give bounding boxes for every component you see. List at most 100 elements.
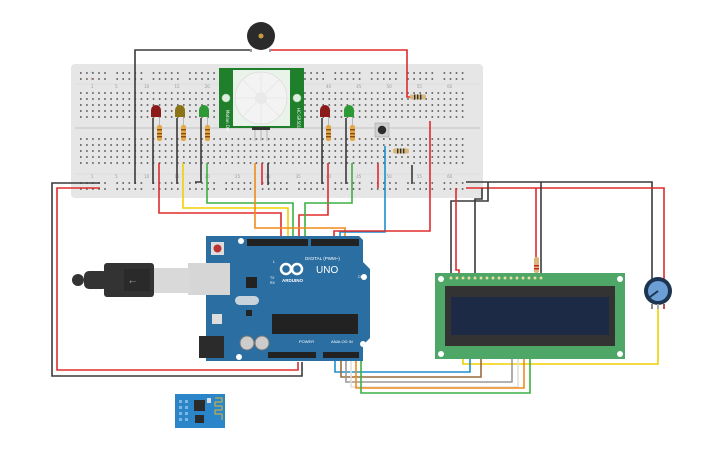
breadboard-hole[interactable] xyxy=(316,144,318,146)
breadboard-hole[interactable] xyxy=(346,72,349,74)
breadboard-hole[interactable] xyxy=(122,78,124,80)
breadboard-hole[interactable] xyxy=(310,156,312,158)
breadboard-hole[interactable] xyxy=(407,138,409,140)
breadboard-hole[interactable] xyxy=(395,72,397,74)
breadboard-hole[interactable] xyxy=(364,138,367,140)
breadboard-hole[interactable] xyxy=(389,116,391,118)
breadboard-hole[interactable] xyxy=(358,144,361,146)
breadboard-hole[interactable] xyxy=(261,138,264,140)
breadboard-hole[interactable] xyxy=(304,156,306,158)
breadboard-hole[interactable] xyxy=(449,104,452,106)
wire-lcd-rw-gnd[interactable] xyxy=(474,188,483,274)
breadboard-hole[interactable] xyxy=(376,116,379,118)
breadboard-hole[interactable] xyxy=(122,138,124,140)
breadboard-hole[interactable] xyxy=(316,162,318,164)
breadboard-hole[interactable] xyxy=(207,104,209,106)
breadboard-hole[interactable] xyxy=(110,92,112,94)
arduino-uno[interactable]: DIGITAL (PWM~) ARDUINO UNO L TX RX ON PO… xyxy=(188,236,370,361)
breadboard-hole[interactable] xyxy=(201,162,203,164)
breadboard-hole[interactable] xyxy=(201,182,203,184)
breadboard-hole[interactable] xyxy=(122,116,124,118)
lcd-pin-led[interactable] xyxy=(533,276,537,280)
breadboard-hole[interactable] xyxy=(431,188,434,190)
breadboard-hole[interactable] xyxy=(122,162,124,164)
breadboard-hole[interactable] xyxy=(316,78,318,80)
breadboard-hole[interactable] xyxy=(389,104,391,106)
breadboard-hole[interactable] xyxy=(358,116,361,118)
breadboard-hole[interactable] xyxy=(389,78,391,80)
lcd-pin-db3[interactable] xyxy=(503,276,507,280)
breadboard-hole[interactable] xyxy=(195,78,197,80)
breadboard-hole[interactable] xyxy=(207,78,209,80)
breadboard-hole[interactable] xyxy=(310,104,312,106)
breadboard-hole[interactable] xyxy=(304,92,306,94)
breadboard-hole[interactable] xyxy=(225,144,227,146)
breadboard-hole[interactable] xyxy=(370,92,373,94)
breadboard-hole[interactable] xyxy=(249,138,252,140)
breadboard-hole[interactable] xyxy=(110,110,112,112)
breadboard-hole[interactable] xyxy=(443,182,446,184)
lcd-pin-vcc[interactable] xyxy=(455,276,459,280)
breadboard-hole[interactable] xyxy=(310,110,312,112)
breadboard-hole[interactable] xyxy=(352,182,355,184)
breadboard-hole[interactable] xyxy=(189,150,191,152)
breadboard-hole[interactable] xyxy=(437,156,440,158)
breadboard-hole[interactable] xyxy=(146,144,149,146)
breadboard-hole[interactable] xyxy=(316,188,318,190)
breadboard-hole[interactable] xyxy=(346,156,349,158)
breadboard-hole[interactable] xyxy=(92,98,94,100)
breadboard-hole[interactable] xyxy=(86,138,88,140)
breadboard-hole[interactable] xyxy=(255,162,258,164)
breadboard-hole[interactable] xyxy=(237,138,240,140)
breadboard-hole[interactable] xyxy=(158,78,161,80)
breadboard-hole[interactable] xyxy=(389,162,391,164)
breadboard-hole[interactable] xyxy=(358,162,361,164)
breadboard-hole[interactable] xyxy=(110,144,112,146)
breadboard-hole[interactable] xyxy=(116,144,118,146)
breadboard-hole[interactable] xyxy=(267,138,270,140)
breadboard-hole[interactable] xyxy=(407,182,409,184)
breadboard-hole[interactable] xyxy=(383,188,385,190)
breadboard-hole[interactable] xyxy=(431,78,434,80)
breadboard-hole[interactable] xyxy=(110,104,112,106)
breadboard-hole[interactable] xyxy=(310,182,312,184)
breadboard-hole[interactable] xyxy=(195,138,197,140)
breadboard-hole[interactable] xyxy=(419,138,421,140)
usb-cable[interactable]: ⭠ xyxy=(72,263,190,297)
breadboard-hole[interactable] xyxy=(213,98,215,100)
breadboard-hole[interactable] xyxy=(370,104,373,106)
breadboard-hole[interactable] xyxy=(407,104,409,106)
breadboard-hole[interactable] xyxy=(243,150,246,152)
breadboard-hole[interactable] xyxy=(110,98,112,100)
breadboard-hole[interactable] xyxy=(98,188,100,190)
breadboard-hole[interactable] xyxy=(346,78,349,80)
breadboard-hole[interactable] xyxy=(413,78,415,80)
breadboard-hole[interactable] xyxy=(425,92,427,94)
breadboard-hole[interactable] xyxy=(310,98,312,100)
breadboard-hole[interactable] xyxy=(292,156,294,158)
breadboard-hole[interactable] xyxy=(140,92,143,94)
breadboard-hole[interactable] xyxy=(292,138,294,140)
breadboard-hole[interactable] xyxy=(213,188,215,190)
breadboard-hole[interactable] xyxy=(140,156,143,158)
breadboard-hole[interactable] xyxy=(225,162,227,164)
breadboard-hole[interactable] xyxy=(225,150,227,152)
breadboard-hole[interactable] xyxy=(304,98,306,100)
breadboard-hole[interactable] xyxy=(213,104,215,106)
breadboard-hole[interactable] xyxy=(128,156,131,158)
breadboard-hole[interactable] xyxy=(255,144,258,146)
breadboard-hole[interactable] xyxy=(164,78,167,80)
breadboard-hole[interactable] xyxy=(170,162,173,164)
breadboard-hole[interactable] xyxy=(419,188,421,190)
breadboard-hole[interactable] xyxy=(358,156,361,158)
breadboard-hole[interactable] xyxy=(140,72,143,74)
breadboard-hole[interactable] xyxy=(304,110,306,112)
breadboard-hole[interactable] xyxy=(280,150,282,152)
breadboard-hole[interactable] xyxy=(98,98,100,100)
wire-lcd-db6[interactable] xyxy=(355,358,525,389)
breadboard-hole[interactable] xyxy=(461,182,464,184)
breadboard-hole[interactable] xyxy=(86,104,88,106)
breadboard-hole[interactable] xyxy=(195,110,197,112)
breadboard-hole[interactable] xyxy=(86,98,88,100)
breadboard-hole[interactable] xyxy=(395,92,397,94)
